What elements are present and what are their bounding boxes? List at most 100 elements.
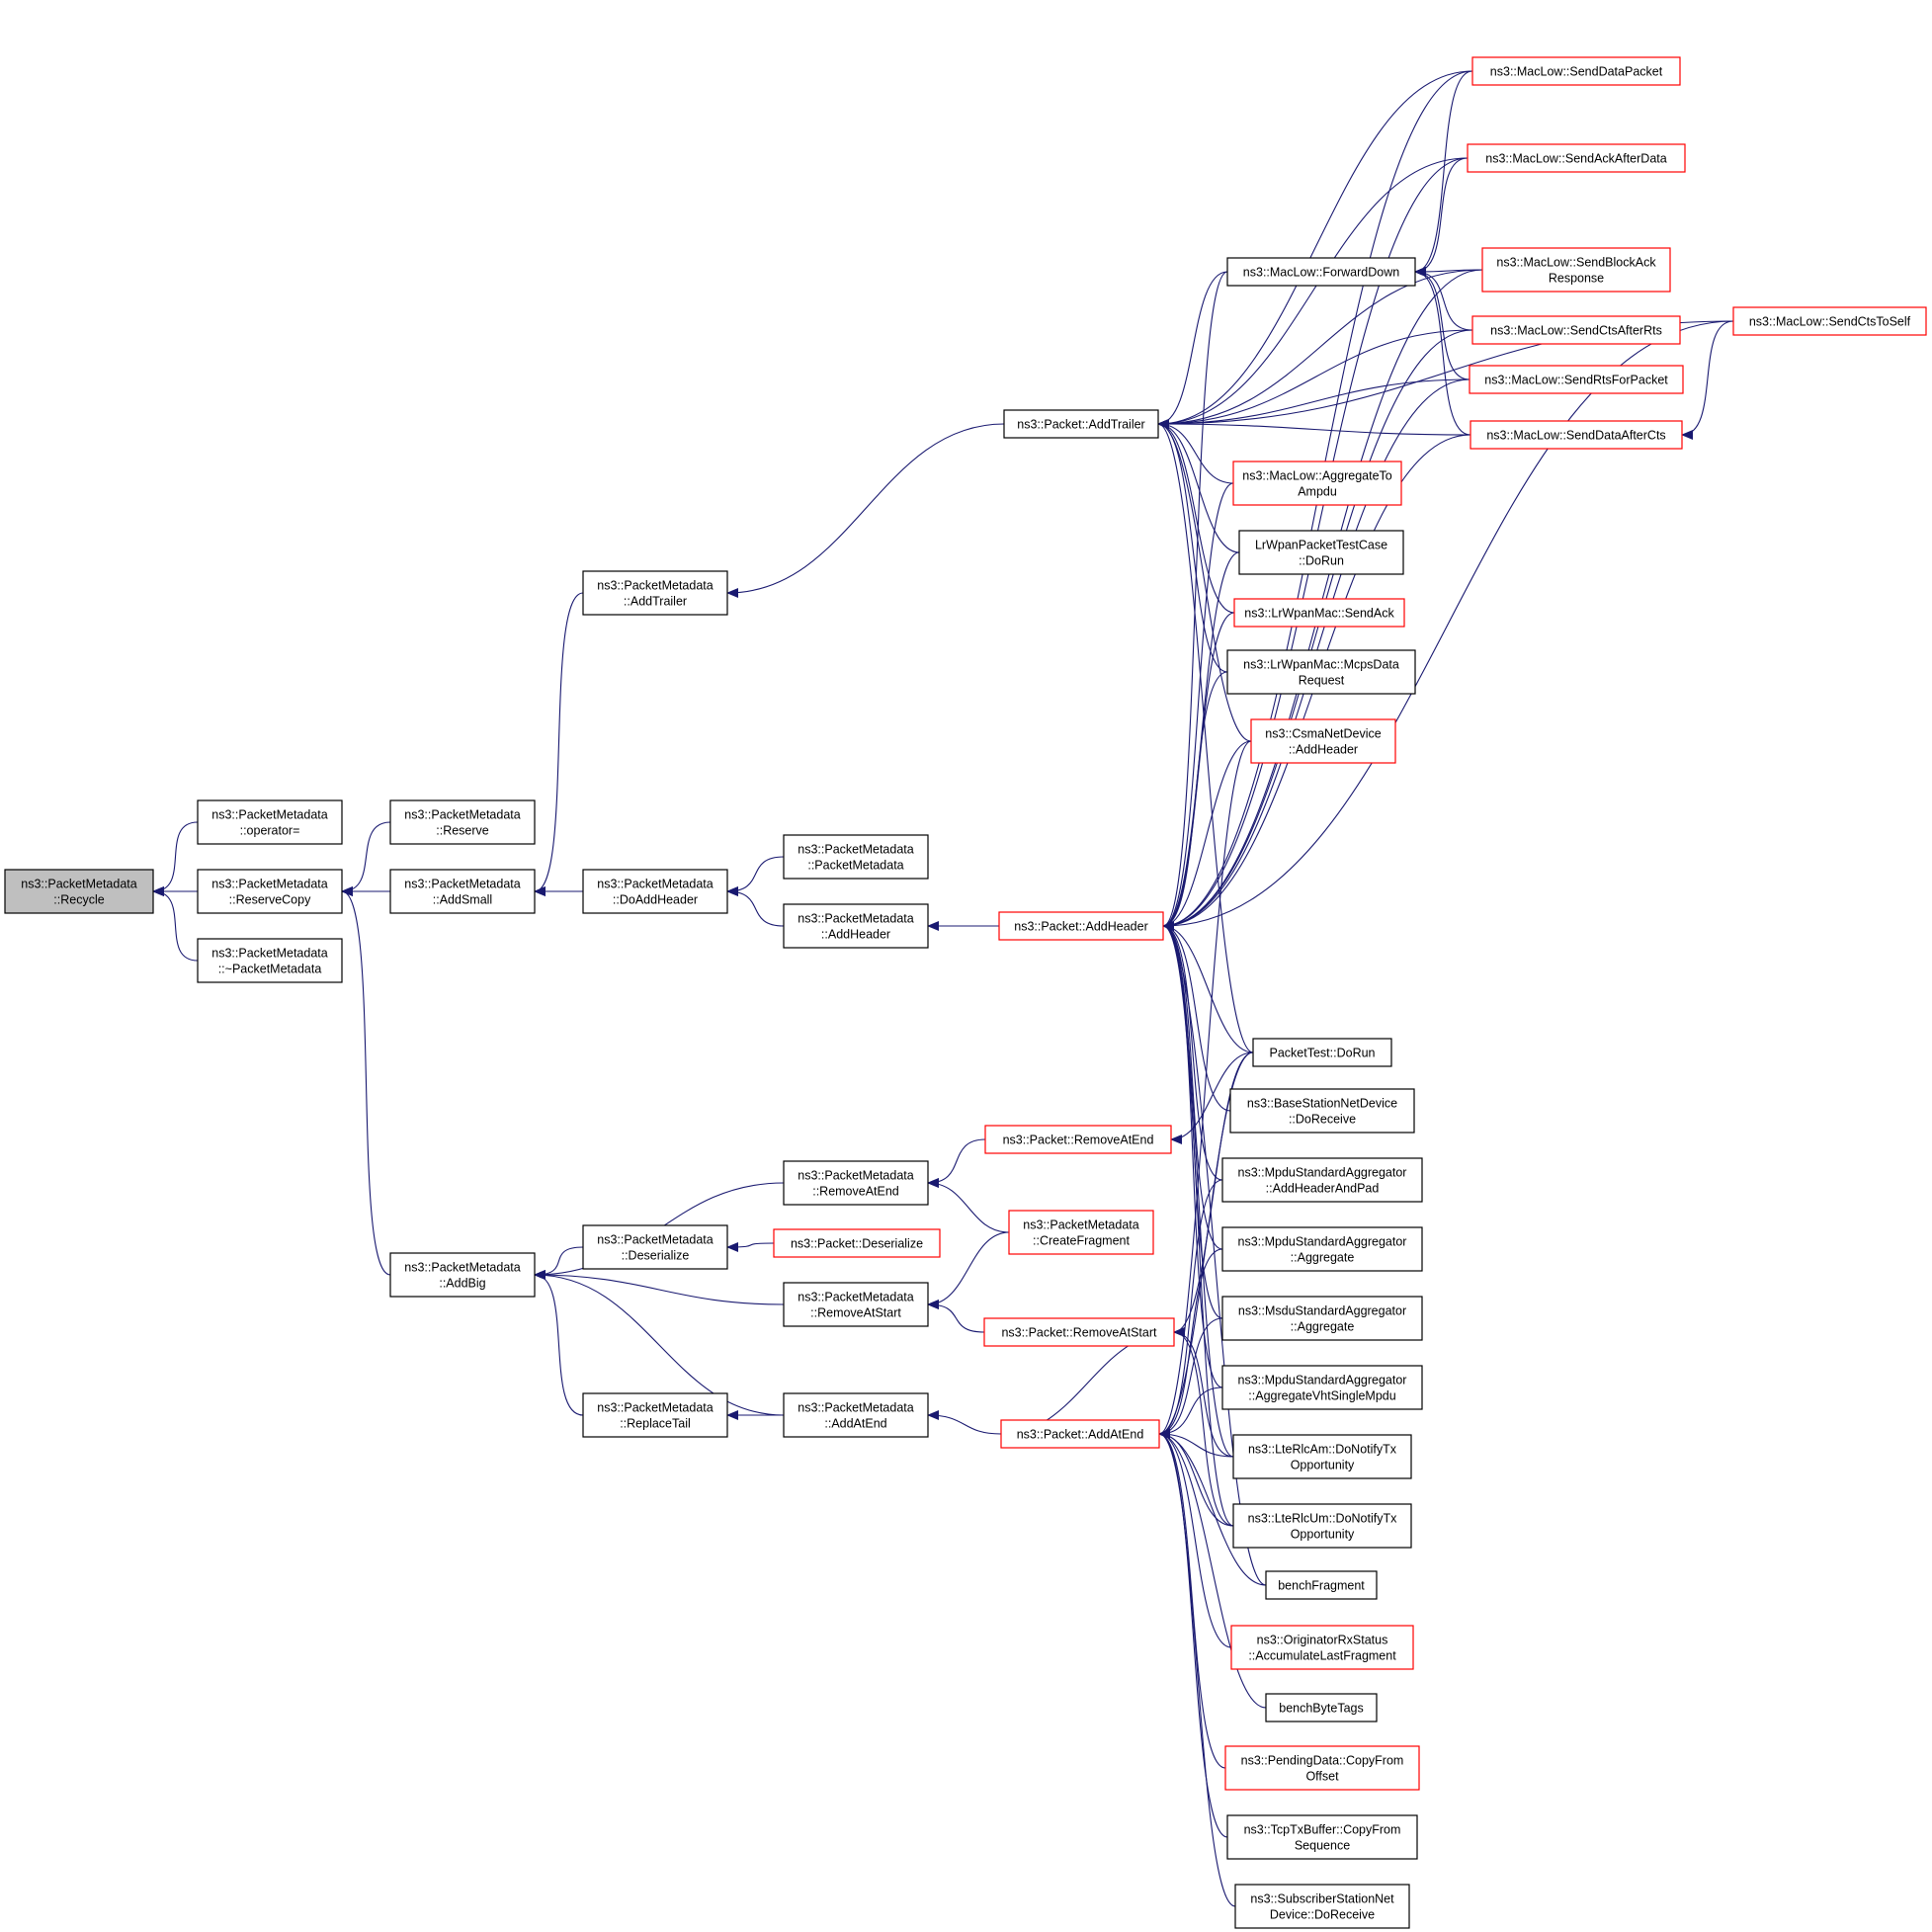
edge-rlcum-to-p_addheader (1162, 921, 1234, 1527)
node-box (1229, 1088, 1415, 1134)
node-label: ::ReserveCopy (229, 893, 311, 907)
node-box (1221, 1157, 1423, 1203)
node-addsmall[interactable]: ns3::PacketMetadata::AddSmall (389, 869, 536, 914)
node-pm-removeatend[interactable]: ns3::PacketMetadata::RemoveAtEnd (783, 1160, 929, 1206)
node-box (1471, 315, 1681, 345)
node-msdu-aggregate[interactable]: ns3::MsduStandardAggregator::Aggregate (1221, 1296, 1423, 1341)
node-reservecopy[interactable]: ns3::PacketMetadata::ReserveCopy (197, 869, 343, 914)
node-csmaaddheader[interactable]: ns3::CsmaNetDevice::AddHeader (1250, 718, 1396, 764)
node-sendctstoself[interactable]: ns3::MacLow::SendCtsToSelf (1732, 306, 1927, 336)
node-lrwpansendack[interactable]: ns3::LrWpanMac::SendAck (1233, 598, 1405, 628)
node-originator[interactable]: ns3::OriginatorRxStatus::AccumulateLastF… (1230, 1625, 1414, 1670)
node-subscriber[interactable]: ns3::SubscriberStationNetDevice::DoRecei… (1234, 1884, 1410, 1929)
node-box (1008, 1210, 1154, 1255)
node-label: ns3::Packet::RemoveAtEnd (1003, 1134, 1154, 1147)
node-pm-addheader[interactable]: ns3::PacketMetadata::AddHeader (783, 903, 929, 949)
node-label: Response (1549, 272, 1604, 286)
node-dtor[interactable]: ns3::PacketMetadata::~PacketMetadata (197, 938, 343, 983)
node-addbig[interactable]: ns3::PacketMetadata::AddBig (389, 1252, 536, 1298)
node-sendackafterdata[interactable]: ns3::MacLow::SendAckAfterData (1467, 143, 1686, 173)
node-mpdu-vht[interactable]: ns3::MpduStandardAggregator::AggregateVh… (1221, 1365, 1423, 1410)
node-label: ::AddHeader (1289, 743, 1358, 757)
node-label: ns3::PacketMetadata (798, 843, 913, 857)
node-box (1252, 1038, 1392, 1067)
node-p-addheader[interactable]: ns3::Packet::AddHeader (998, 911, 1164, 941)
node-label: ::operator= (240, 824, 300, 838)
edge-sendctstoself-to-p_addheader (1162, 320, 1734, 931)
node-box (197, 799, 343, 845)
node-label: ::AddSmall (433, 893, 492, 907)
node-lrwpantest[interactable]: LrWpanPacketTestCase::DoRun (1238, 530, 1404, 575)
node-mpdu-addheaderpad[interactable]: ns3::MpduStandardAggregator::AddHeaderAn… (1221, 1157, 1423, 1203)
node-mpdu-aggregate[interactable]: ns3::MpduStandardAggregator::Aggregate (1221, 1226, 1423, 1272)
node-label: ns3::PacketMetadata (597, 1233, 713, 1247)
edge-sendrtsforpacket-to-p_addtrailer (1157, 378, 1470, 429)
node-sendrtsforpacket[interactable]: ns3::MacLow::SendRtsForPacket (1469, 365, 1684, 394)
node-p-addtrailer[interactable]: ns3::Packet::AddTrailer (1003, 409, 1159, 439)
edge-pm_replacetail-to-addbig (534, 1270, 584, 1416)
node-box (1470, 420, 1683, 450)
edge-pm_removeatstart-to-addbig (534, 1270, 785, 1305)
node-label: ::RemoveAtEnd (812, 1185, 899, 1199)
node-label: ns3::PacketMetadata (798, 1169, 913, 1183)
edge-forwarddown-to-p_addtrailer (1157, 271, 1228, 429)
edge-pm_ctor-to-doaddheader (726, 856, 785, 896)
node-pm-deserialize[interactable]: ns3::PacketMetadata::Deserialize (582, 1224, 728, 1270)
node-recycle: ns3::PacketMetadata::Recycle (4, 869, 154, 914)
node-label: ns3::Packet::AddAtEnd (1017, 1428, 1144, 1442)
node-p-deserialize[interactable]: ns3::Packet::Deserialize (773, 1228, 941, 1258)
node-label: Offset (1305, 1770, 1339, 1784)
node-pm-addtrailer[interactable]: ns3::PacketMetadata::AddTrailer (582, 570, 728, 616)
edge-forwarddown-to-p_addheader (1162, 271, 1228, 931)
edge-lrwpantest-to-p_addtrailer (1157, 419, 1240, 553)
node-box (1234, 1884, 1410, 1929)
node-p-removeatstart[interactable]: ns3::Packet::RemoveAtStart (983, 1317, 1175, 1347)
node-box (389, 799, 536, 845)
node-box (983, 1317, 1175, 1347)
node-p-removeatend[interactable]: ns3::Packet::RemoveAtEnd (984, 1125, 1172, 1154)
edge-sendackafterdata-to-p_addtrailer (1157, 157, 1469, 429)
node-p-addatend[interactable]: ns3::Packet::AddAtEnd (1000, 1419, 1160, 1449)
node-forwarddown[interactable]: ns3::MacLow::ForwardDown (1226, 257, 1416, 287)
node-doaddheader[interactable]: ns3::PacketMetadata::DoAddHeader (582, 869, 728, 914)
node-box (1232, 461, 1402, 506)
edge-tcptxbuffer-to-p_addatend (1158, 1429, 1228, 1838)
edge-mpdu_addheaderpad-to-p_addheader (1162, 921, 1223, 1181)
node-label: ns3::Packet::AddTrailer (1017, 418, 1144, 432)
node-box (389, 1252, 536, 1298)
edge-p_removeatstart-to-pm_removeatstart (927, 1300, 985, 1333)
node-packettest[interactable]: PacketTest::DoRun (1252, 1038, 1392, 1067)
node-basestation[interactable]: ns3::BaseStationNetDevice::DoReceive (1229, 1088, 1415, 1134)
node-pm-addatend[interactable]: ns3::PacketMetadata::AddAtEnd (783, 1392, 929, 1438)
node-label: LrWpanPacketTestCase (1255, 539, 1387, 552)
node-benchfragment[interactable]: benchFragment (1265, 1570, 1378, 1600)
node-box (1265, 1693, 1378, 1722)
edge-mpdu_addheaderpad-to-p_addatend (1158, 1179, 1223, 1439)
node-label: ::Aggregate (1291, 1251, 1355, 1265)
node-pm-removeatstart[interactable]: ns3::PacketMetadata::RemoveAtStart (783, 1282, 929, 1327)
edge-sendctstoself-to-senddataaftercts (1681, 320, 1734, 440)
node-label: ns3::PacketMetadata (211, 878, 327, 891)
node-box (1003, 409, 1159, 439)
node-pm-ctor[interactable]: ns3::PacketMetadata::PacketMetadata (783, 834, 929, 880)
edge-rlcam-to-p_addheader (1162, 921, 1234, 1458)
node-benchbytetags[interactable]: benchByteTags (1265, 1693, 1378, 1722)
node-pm-createfragment[interactable]: ns3::PacketMetadata::CreateFragment (1008, 1210, 1154, 1255)
node-label: ns3::MsduStandardAggregator (1238, 1304, 1406, 1318)
node-senddataaftercts[interactable]: ns3::MacLow::SendDataAfterCts (1470, 420, 1683, 450)
node-label: ns3::CsmaNetDevice (1265, 727, 1381, 741)
node-pm-replacetail[interactable]: ns3::PacketMetadata::ReplaceTail (582, 1392, 728, 1438)
node-label: ns3::PacketMetadata (404, 808, 520, 822)
node-sendctsafterrts[interactable]: ns3::MacLow::SendCtsAfterRts (1471, 315, 1681, 345)
node-senddatapacket[interactable]: ns3::MacLow::SendDataPacket (1471, 56, 1681, 86)
edge-lrwpanmcps-to-p_addheader (1162, 671, 1228, 931)
node-reserve[interactable]: ns3::PacketMetadata::Reserve (389, 799, 536, 845)
node-operator-eq[interactable]: ns3::PacketMetadata::operator= (197, 799, 343, 845)
